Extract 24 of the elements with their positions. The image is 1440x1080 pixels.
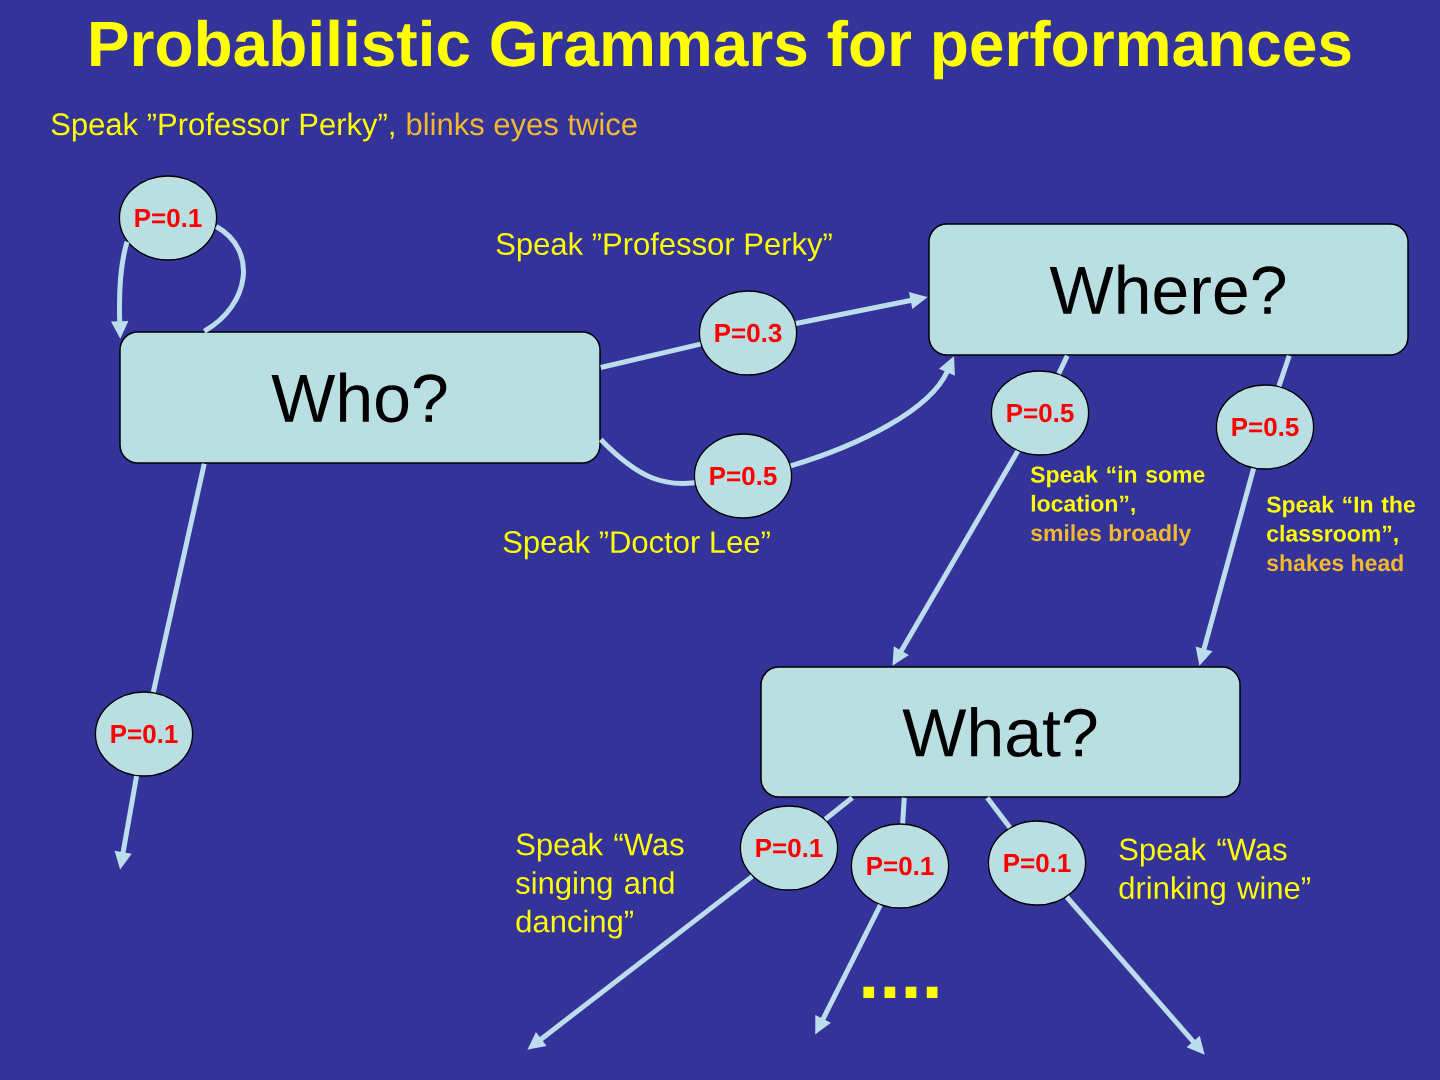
- action-label: blinks eyes twice: [407, 112, 637, 142]
- action-label: smiles broadly: [1031, 524, 1192, 546]
- action-label: Speak ”Professor Perky”,: [51, 112, 394, 142]
- connector-line: [600, 341, 702, 370]
- action-label: Speak “Was drinking wine”: [1119, 837, 1310, 906]
- connector-line: [1056, 354, 1070, 375]
- connector-line: [202, 224, 246, 334]
- state-box: Where?: [928, 223, 1409, 356]
- action-label: Speak ”Doctor Lee”: [503, 530, 770, 560]
- action-label: Speak ”Professor Perky”: [496, 232, 832, 262]
- connector-line: [599, 437, 695, 486]
- connector-line: [150, 463, 207, 693]
- action-label: Speak “In the classroom”,: [1266, 495, 1415, 546]
- connector-line: [1276, 354, 1292, 387]
- connector-line: [900, 797, 907, 824]
- action-label: shakes head: [1267, 554, 1403, 572]
- action-label: Speak “in some location”,: [1030, 465, 1205, 516]
- state-box: Who?: [119, 331, 601, 464]
- connector-line: [985, 796, 1012, 829]
- connector-line: [823, 795, 854, 822]
- ellipsis-dots: ....: [863, 986, 938, 998]
- title: Probabilistic Grammars for performances: [91, 19, 1351, 80]
- action-label: Speak “Was singing and dancing”: [516, 832, 684, 939]
- state-box: What?: [760, 666, 1241, 798]
